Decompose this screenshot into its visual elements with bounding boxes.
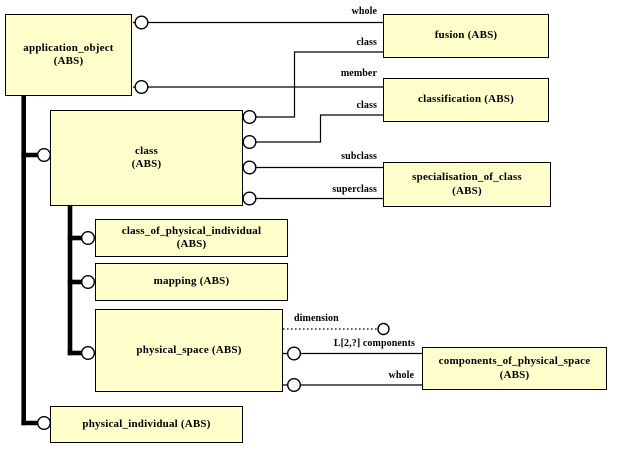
circle-subtype-physical-individual — [37, 416, 52, 431]
circle-physical-space-components — [287, 346, 302, 361]
edge-label-superclass: superclass — [332, 184, 377, 195]
edge-label-whole-components: whole — [388, 370, 414, 381]
node-application-object: application_object (ABS) — [5, 14, 132, 96]
node-fusion: fusion (ABS) — [383, 14, 549, 58]
circle-class-subclass — [242, 160, 257, 175]
node-specialisation-of-class: specialisation_of_class (ABS) — [383, 162, 551, 207]
edge-label-whole-fusion: whole — [351, 6, 377, 17]
node-class-of-physical-individual: class_of_physical_individual (ABS) — [95, 219, 288, 257]
circle-subtype-class-of-physical-individual — [80, 230, 95, 245]
subtype-tree-lines — [21, 96, 82, 426]
node-mapping: mapping (ABS) — [95, 263, 288, 301]
circle-app-object-whole — [134, 15, 149, 30]
edge-label-components: L[2,?] components — [333, 338, 415, 349]
circle-class-fusion — [242, 109, 257, 124]
edge-label-member: member — [340, 68, 377, 79]
line-class-classification — [243, 114, 383, 143]
circle-class-superclass — [242, 191, 257, 206]
node-classification: classification (ABS) — [383, 78, 549, 122]
circle-app-object-member — [134, 79, 149, 94]
circle-class-classification — [242, 134, 257, 149]
node-class: class (ABS) — [50, 110, 243, 206]
edge-label-class-classification: class — [356, 100, 377, 111]
circle-dimension-end — [377, 322, 390, 336]
circle-subtype-physical-space — [80, 346, 95, 361]
edge-label-class-fusion: class — [356, 37, 377, 48]
connector-circles — [37, 15, 390, 431]
circle-subtype-class — [37, 147, 52, 162]
edge-label-subclass: subclass — [341, 151, 377, 162]
node-physical-individual: physical_individual (ABS) — [50, 406, 243, 443]
node-components-of-physical-space: components_of_physical_space (ABS) — [422, 347, 607, 390]
circle-physical-space-whole — [287, 378, 302, 393]
edge-label-dimension: dimension — [294, 313, 339, 324]
circle-subtype-mapping — [80, 275, 95, 290]
node-physical-space: physical_space (ABS) — [95, 309, 283, 392]
line-class-fusion — [243, 51, 383, 118]
attribute-lines — [133, 21, 422, 386]
